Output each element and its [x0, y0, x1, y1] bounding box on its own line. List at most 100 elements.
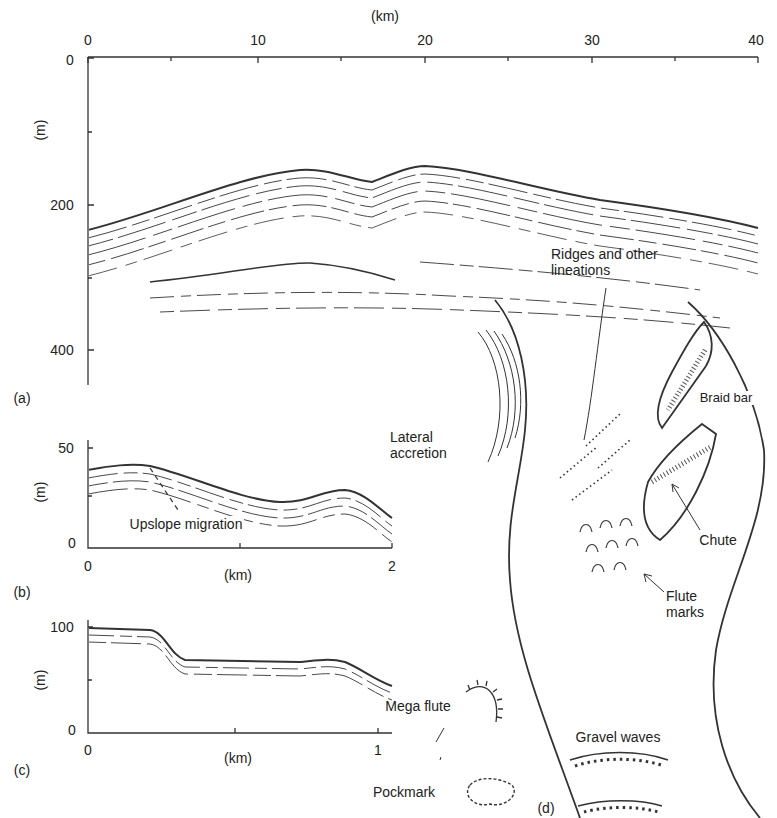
lateral-accretion: [502, 334, 521, 438]
axis-unit: (m): [32, 482, 48, 503]
profile-b-section: [89, 481, 392, 534]
profile-c-axes: [88, 620, 392, 733]
gravel-waves: [578, 801, 662, 806]
tick-label: 1: [374, 742, 382, 758]
tick-label: 40: [748, 32, 764, 48]
profile-a-section: [150, 292, 720, 318]
flute-marks: [592, 565, 604, 573]
tick-label: 400: [50, 342, 73, 358]
flute-marks: [580, 525, 592, 533]
lateral-accretion: [494, 331, 515, 448]
chute-leader: [672, 484, 700, 530]
panel-letter: (c): [14, 762, 30, 778]
ridges: [560, 412, 630, 500]
mega-flute: [468, 680, 503, 718]
lateral-accretion: [486, 330, 508, 456]
gravel-dots: [584, 808, 658, 813]
channel-banks: [495, 300, 580, 818]
braid-bars: [644, 322, 716, 540]
stray-mark: [436, 728, 444, 760]
axis-unit: (m): [32, 120, 48, 141]
profile-b-axes: [88, 448, 392, 548]
gravel-waves: [570, 753, 668, 807]
panel-letter: (b): [13, 584, 30, 600]
profile-c-axes: [88, 627, 378, 733]
tick-label: 0: [84, 742, 92, 758]
profile-c-axes: [88, 620, 392, 733]
profile-a-axes: [88, 58, 94, 350]
flute-marks: [600, 521, 612, 529]
profile-a-axes: [88, 56, 758, 57]
profile-c-section: [89, 642, 392, 700]
profile-a-section: [89, 182, 758, 246]
flute-marks: [614, 563, 626, 571]
profile-a-axes: [88, 57, 758, 385]
feature-label: Mega flute: [385, 698, 450, 714]
profile-a-section: [89, 212, 758, 276]
profile-a-section: [89, 201, 758, 265]
profile-c-section: [89, 628, 392, 686]
migration-line: [150, 468, 178, 510]
tick-label: 0: [66, 52, 74, 68]
profile-b-section: [89, 489, 392, 542]
feature-label: Lateral accretion: [390, 429, 470, 461]
flute-marks: [626, 539, 638, 547]
profile-a-section: [89, 166, 758, 328]
ridges-leader: [584, 288, 606, 440]
profile-a-axes: [88, 57, 758, 63]
chute-stipple: [652, 350, 712, 482]
tick-label: 200: [50, 197, 73, 213]
profile-b-axes: [88, 440, 392, 548]
profile-a-section: [89, 166, 758, 230]
lateral-accretion: [478, 332, 500, 462]
tick-label: 0: [84, 558, 92, 574]
channel-banks: [495, 300, 764, 818]
flute-leader: [644, 574, 664, 592]
mega-flute: [466, 687, 497, 722]
ridges: [560, 446, 598, 478]
tick-label: 100: [50, 619, 73, 635]
feature-label: Braid bar: [698, 391, 755, 406]
tick-label: 2: [388, 558, 396, 574]
braid-bars: [658, 322, 712, 428]
feature-label: Ridges and other lineations: [551, 246, 701, 278]
profile-a-section: [150, 263, 395, 282]
braid-bars: [644, 424, 716, 540]
profile-a-axes: [87, 57, 88, 385]
gravel-dots: [575, 759, 664, 812]
tick-label: 20: [417, 32, 433, 48]
axis-unit: (km): [224, 750, 252, 766]
tick-label: 10: [250, 32, 266, 48]
profile-a-section: [89, 174, 758, 238]
profile-b-section: [89, 465, 392, 542]
flute-marks: [580, 519, 638, 573]
feature-label: Gravel waves: [576, 729, 661, 745]
ridges: [586, 412, 622, 446]
flute-marks: [586, 545, 598, 553]
chute-stipple: [652, 446, 712, 482]
panel-letter: (d): [537, 800, 554, 816]
profile-a-section: [160, 308, 730, 328]
panel-letter: (a): [13, 390, 30, 406]
tick-label: 0: [68, 722, 76, 738]
profile-c-section: [89, 628, 392, 700]
tick-label: 0: [68, 535, 76, 551]
profile-b-axes: [88, 440, 392, 548]
axis-unit: (km): [371, 8, 399, 24]
gravel-waves: [570, 753, 668, 761]
tick-label: 50: [58, 440, 74, 456]
mega-flute: [466, 680, 503, 722]
feature-label: Chute: [699, 532, 736, 548]
flute-marks: [620, 519, 632, 527]
ridges: [572, 470, 612, 500]
annotation: Upslope migration: [128, 516, 245, 532]
lateral-accretion: [478, 330, 521, 462]
flute-marks: [606, 541, 618, 549]
gravel-dots: [575, 759, 664, 766]
axis-unit: (km): [224, 567, 252, 583]
pockmark: [468, 779, 515, 805]
channel-banks: [688, 302, 764, 818]
